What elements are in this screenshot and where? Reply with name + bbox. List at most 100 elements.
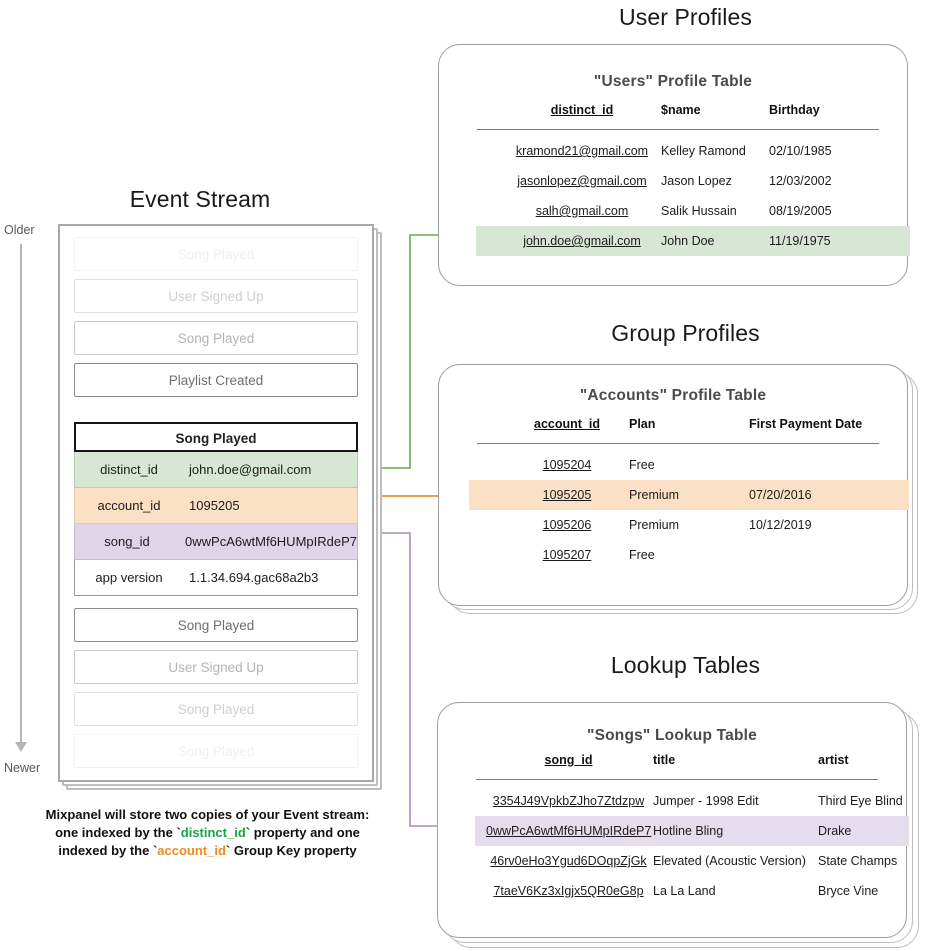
users-table-column-header-1: $name	[661, 103, 701, 117]
event-property-account-id: account_id 1095205	[74, 488, 358, 524]
users-table-header-rule	[477, 129, 879, 130]
event-stream-title: Event Stream	[129, 186, 271, 212]
expanded-event-properties: distinct_id john.doe@gmail.com account_id 1…	[74, 452, 358, 596]
group-profiles-section: Group Profiles "Accounts" Profile Table …	[430, 312, 941, 622]
accounts-table-title: "Accounts" Profile Table	[579, 387, 767, 404]
user-profiles-title: User Profiles	[619, 4, 752, 30]
accounts-table-header-row: account_id Plan First Payment Date	[439, 417, 907, 441]
group-profiles-title: Group Profiles	[611, 320, 760, 346]
caption-token-distinct-id: distinct_id	[180, 825, 246, 840]
songs-table-cell: State Champs	[818, 854, 898, 868]
event-property-value: john.doe@gmail.com	[189, 462, 312, 477]
timeline-newer-label: Newer	[4, 761, 41, 775]
event-row-below-2[interactable]: Song Played	[74, 692, 358, 726]
accounts-table-cell: Premium	[629, 488, 680, 502]
songs-table-row[interactable]: 46rv0eHo3Ygud6DOqpZjGk Elevated (Acoustic…	[475, 846, 909, 876]
event-row-below-3[interactable]: Song Played	[74, 734, 358, 768]
lookup-tables-section: Lookup Tables "Songs" Lookup Table song_…	[430, 648, 941, 951]
event-property-key: account_id	[97, 498, 161, 513]
accounts-table-cell: Premium	[629, 518, 680, 532]
timeline-arrow-icon	[15, 742, 27, 752]
accounts-table-column-header-2: First Payment Date	[749, 417, 863, 431]
accounts-table-cell: 10/12/2019	[749, 518, 812, 532]
caption-line-3: indexed by the `account_id` Group Key pr…	[30, 842, 385, 860]
users-table-cell: salh@gmail.com	[535, 204, 629, 218]
accounts-table-cell: 1095205	[542, 488, 592, 502]
songs-table-cell: Jumper - 1998 Edit	[653, 794, 759, 808]
songs-table-cell: 7taeV6Kz3xIgjx5QR0eG8p	[493, 884, 644, 898]
users-table-cell: John Doe	[661, 234, 715, 248]
users-table-cell: 02/10/1985	[769, 144, 832, 158]
users-table-row[interactable]: john.doe@gmail.com John Doe 11/19/1975	[476, 226, 910, 256]
accounts-table-cell: 1095206	[542, 518, 592, 532]
songs-table-cell: Bryce Vine	[818, 884, 879, 898]
songs-table-cell: 0wwPcA6wtMf6HUMpIRdeP7	[486, 824, 652, 838]
event-row-above-1[interactable]: User Signed Up	[74, 279, 358, 313]
event-property-value: 1.1.34.694.gac68a2b3	[189, 570, 319, 585]
accounts-table-column-header-1: Plan	[629, 417, 656, 431]
caption-line-2-a: one indexed by the `	[55, 825, 181, 840]
users-table-cell: 11/19/1975	[769, 234, 831, 248]
songs-table-row[interactable]: 7taeV6Kz3xIgjx5QR0eG8p La La Land Bryce Vi…	[475, 876, 909, 906]
event-property-value: 1095205	[189, 498, 240, 513]
accounts-table-cell: Free	[629, 458, 655, 472]
accounts-table-column-header-0: account_id	[534, 417, 600, 431]
users-table-title: "Users" Profile Table	[593, 73, 753, 90]
event-property-distinct-id: distinct_id john.doe@gmail.com	[74, 452, 358, 488]
users-table-cell: 12/03/2002	[769, 174, 832, 188]
timeline-axis	[20, 244, 22, 744]
accounts-table-row[interactable]: 1095204 Free	[469, 450, 909, 480]
event-row-below-0[interactable]: Song Played	[74, 608, 358, 642]
songs-table-cell: Elevated (Acoustic Version)	[653, 854, 806, 868]
caption-line-1: Mixpanel will store two copies of your E…	[45, 807, 370, 822]
accounts-table-header-rule	[477, 443, 879, 444]
users-table-cell: john.doe@gmail.com	[523, 234, 641, 248]
accounts-table-row[interactable]: 1095205 Premium 07/20/2016	[469, 480, 909, 510]
event-stream-caption: Mixpanel will store two copies of your E…	[30, 806, 385, 860]
accounts-table-row[interactable]: 1095207 Free	[469, 540, 909, 570]
event-row-above-2[interactable]: Song Played	[74, 321, 358, 355]
users-table-cell: Kelley Ramond	[661, 144, 746, 158]
expanded-event-name: Song Played	[74, 422, 358, 452]
users-table-cell: Salik Hussain	[661, 204, 737, 218]
accounts-table-cell: 1095207	[542, 548, 592, 562]
accounts-table-row[interactable]: 1095206 Premium 10/12/2019	[469, 510, 909, 540]
songs-table-column-header-0: song_id	[544, 753, 593, 767]
accounts-table-cell: 07/20/2016	[749, 488, 812, 502]
songs-table-cell: Hotline Bling	[653, 824, 724, 838]
users-table-row[interactable]: kramond21@gmail.com Kelley Ramond 02/10/19…	[476, 136, 910, 166]
caption-token-account-id: account_id	[157, 843, 226, 858]
event-property-key: distinct_id	[100, 462, 158, 477]
accounts-table-cell: Free	[629, 548, 655, 562]
songs-table-cell: Third Eye Blind	[818, 794, 903, 808]
caption-line-2-b: ` property and one	[245, 825, 360, 840]
accounts-table-cell: 1095204	[542, 458, 592, 472]
event-row-below-1[interactable]: User Signed Up	[74, 650, 358, 684]
caption-line-2: one indexed by the `distinct_id` propert…	[30, 824, 385, 842]
event-row-above-3[interactable]: Playlist Created	[74, 363, 358, 397]
event-row-above-0[interactable]: Song Played	[74, 237, 358, 271]
songs-table-cell: La La Land	[653, 884, 716, 898]
expanded-event[interactable]: Song Played distinct_id john.doe@gmail.co…	[74, 422, 358, 596]
users-table-cell: kramond21@gmail.com	[515, 144, 649, 158]
users-table-cell: jasonlopez@gmail.com	[517, 174, 647, 188]
songs-table-column-header-1: title	[653, 753, 676, 767]
songs-table-cell: 46rv0eHo3Ygud6DOqpZjGk	[490, 854, 647, 868]
event-property-value: 0wwPcA6wtMf6HUMpIRdeP7	[185, 534, 357, 549]
